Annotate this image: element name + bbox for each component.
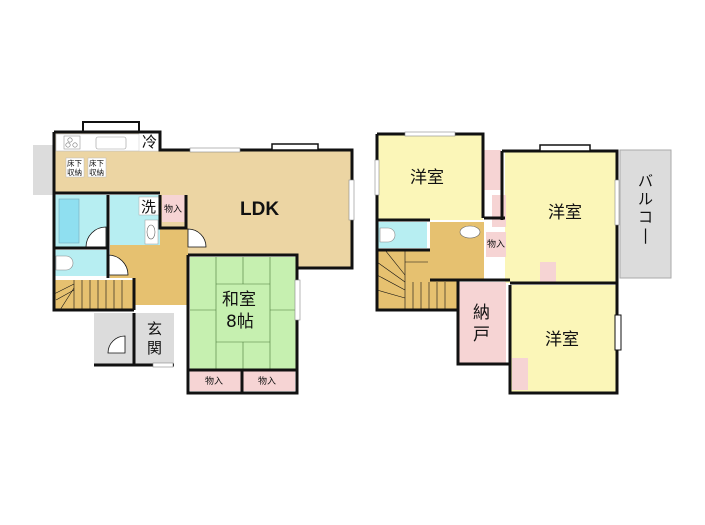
hall-1f	[110, 228, 188, 305]
storage-small-1f	[162, 195, 186, 222]
washbasin-icon	[146, 224, 156, 240]
closet-1-label: 物入	[205, 375, 223, 387]
svg-text:コ: コ	[638, 208, 653, 226]
closet-1	[190, 371, 241, 391]
western-room-1	[377, 134, 483, 220]
japanese-room	[190, 257, 297, 369]
svg-text:床下: 床下	[89, 158, 104, 168]
floor-2: 洋室 洋室 バ ル コ | 物入	[374, 131, 672, 395]
svg-text:収納: 収納	[89, 167, 104, 177]
stove-icon	[63, 135, 81, 150]
western-room-1-label: 洋室	[410, 168, 444, 188]
sink-icon	[95, 136, 127, 150]
washroom-label: 洗	[141, 198, 156, 216]
fridge-label: 冷	[142, 133, 157, 151]
storage-small-2f	[486, 232, 506, 257]
western-room-3-label: 洋室	[545, 330, 579, 350]
svg-text:ル: ル	[638, 190, 653, 208]
balcony	[619, 149, 672, 279]
closet-w1	[484, 150, 501, 190]
walls-1f	[52, 130, 354, 395]
stairs-1f	[53, 280, 134, 311]
western-room-2-label: 洋室	[548, 203, 582, 223]
ldk-room	[54, 132, 352, 268]
japanese-room-label-2: 8帖	[226, 312, 254, 332]
toilet-icon	[55, 255, 74, 271]
tatami-lines	[190, 257, 297, 369]
side-patio	[33, 145, 54, 195]
storage-small-1f-label: 物入	[164, 203, 182, 215]
bathtub-icon	[58, 198, 80, 244]
svg-text:|: |	[643, 226, 648, 244]
floor-1: 冷 床下 収納 床下 収納 LDK 洗 物入	[33, 121, 355, 395]
closet-2	[243, 371, 295, 391]
storeroom	[458, 282, 506, 364]
svg-text:収納: 収納	[67, 167, 82, 177]
entrance-label-2: 関	[147, 339, 162, 357]
storage-small-2f-label: 物入	[487, 238, 505, 250]
svg-text:床下: 床下	[67, 158, 82, 168]
storeroom-label-1: 納	[473, 303, 490, 323]
closet-2-label: 物入	[258, 375, 276, 387]
ldk-label: LDK	[240, 199, 279, 220]
underfloor-storage-1: 床下 収納	[65, 157, 85, 178]
western-room-2	[505, 151, 617, 283]
svg-text:バ: バ	[638, 172, 653, 190]
storeroom-label-2: 戸	[473, 325, 490, 345]
entrance-label-1: 玄	[147, 320, 162, 338]
underfloor-storage-2: 床下 収納	[87, 157, 107, 178]
japanese-room-label-1: 和室	[222, 290, 256, 310]
